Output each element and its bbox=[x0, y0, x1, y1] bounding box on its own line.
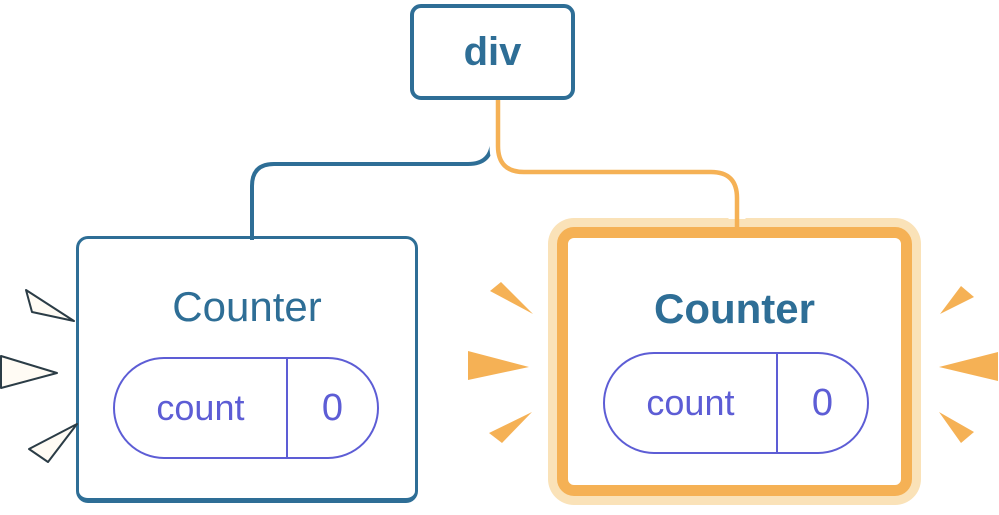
counter-card-left: Counter count 0 bbox=[76, 236, 418, 503]
state-pill-right: count 0 bbox=[603, 352, 869, 454]
flash-ray-left-top-icon bbox=[25, 289, 75, 322]
flash-ray-mid-middle-icon bbox=[468, 351, 529, 380]
edge-right-casing-icon bbox=[489, 96, 746, 219]
flash-ray-right-middle-icon bbox=[939, 352, 998, 381]
flash-ray-right-bottom-icon bbox=[939, 412, 974, 443]
state-key-left: count bbox=[115, 359, 288, 457]
root-node: div bbox=[410, 4, 575, 100]
edge-left-icon bbox=[250, 100, 494, 240]
state-value-right: 0 bbox=[811, 381, 834, 424]
counter-title-right: Counter bbox=[654, 285, 815, 332]
counter-title-left: Counter bbox=[172, 283, 322, 330]
flash-ray-mid-top-icon bbox=[490, 282, 533, 314]
edge-right-icon bbox=[495, 96, 740, 228]
flash-ray-mid-bottom-icon bbox=[489, 412, 532, 443]
state-key-right: count bbox=[605, 354, 778, 452]
flash-ray-left-bottom-icon bbox=[28, 423, 78, 463]
flash-ray-left-middle-icon bbox=[0, 355, 58, 389]
flash-ray-right-top-icon bbox=[940, 286, 974, 314]
state-pill-left: count 0 bbox=[113, 357, 379, 459]
counter-card-right-highlighted: Counter count 0 bbox=[557, 227, 912, 496]
state-value-left: 0 bbox=[321, 386, 344, 429]
